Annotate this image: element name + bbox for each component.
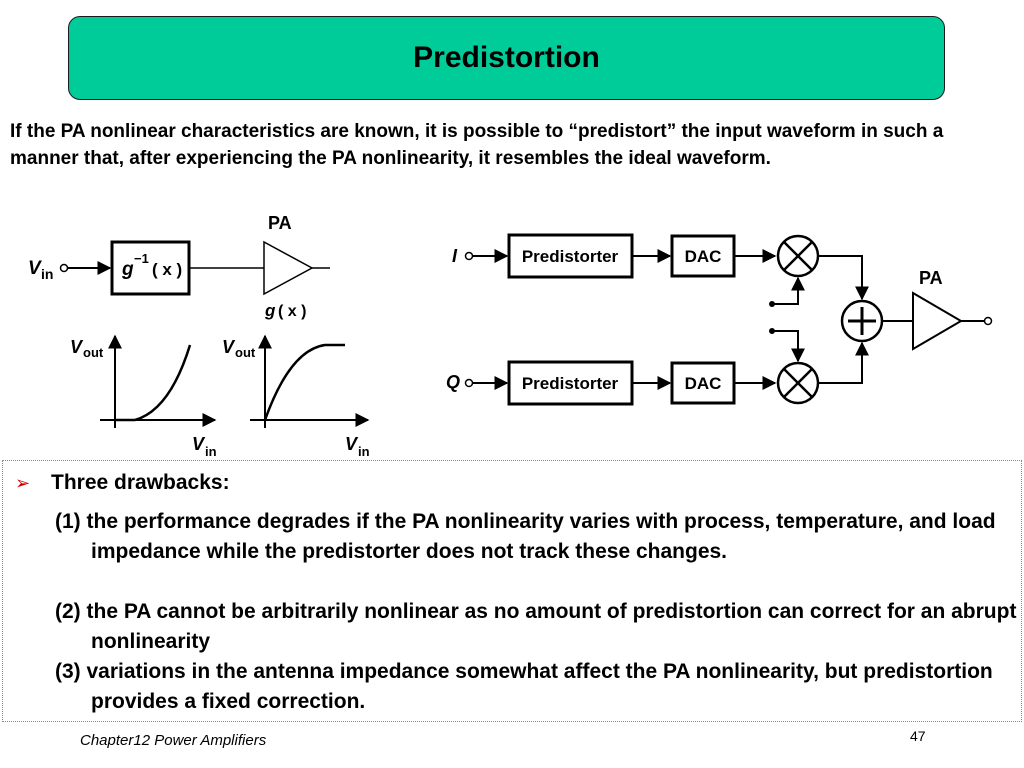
inverse-exponent: −1 bbox=[134, 251, 149, 266]
right-diagram: I Predistorter DAC Q Predistorter DAC bbox=[446, 233, 993, 406]
bullet-arrow-icon: ➢ bbox=[15, 472, 31, 493]
i-dac-block bbox=[670, 234, 736, 278]
footer-chapter: Chapter12 Power Amplifiers bbox=[80, 732, 267, 749]
i-predistorter-label: Predistorter bbox=[522, 247, 619, 266]
right-pa-triangle bbox=[912, 291, 963, 351]
left-pa-label: PA bbox=[268, 213, 292, 233]
q-label: Q bbox=[446, 372, 460, 392]
q-dac-label: DAC bbox=[685, 374, 722, 393]
inverse-args: ( x ) bbox=[152, 260, 182, 279]
plot-compressive: V out V in bbox=[222, 334, 370, 459]
vin-terminal bbox=[59, 263, 69, 273]
q-to-adder-arrow bbox=[818, 341, 869, 384]
plot2-curve bbox=[263, 343, 345, 421]
q-dac-block bbox=[670, 361, 736, 405]
figure: V in g −1 ( x ) PA g ( x ) V out V in V … bbox=[28, 213, 993, 459]
pa-g: g bbox=[264, 301, 276, 320]
vin-label: V bbox=[28, 258, 42, 279]
inverse-g: g bbox=[121, 259, 134, 280]
inverse-block bbox=[110, 240, 191, 296]
output-terminal bbox=[983, 316, 993, 326]
i-to-adder-arrow bbox=[818, 255, 869, 301]
plot2-x-label: V bbox=[345, 434, 359, 454]
title-banner: Predistortion bbox=[68, 16, 945, 100]
left-diagram: V in g −1 ( x ) PA g ( x ) bbox=[28, 213, 330, 320]
i-predistorter-block bbox=[507, 233, 634, 279]
i-terminal bbox=[464, 251, 474, 261]
vin-subscript: in bbox=[41, 266, 53, 282]
i-lo-arrow bbox=[772, 276, 805, 305]
plot1-x-subscript: in bbox=[205, 444, 217, 459]
drawbacks-box: ➢ Three drawbacks: (1) the performance d… bbox=[2, 460, 1022, 722]
page-number: 47 bbox=[910, 728, 926, 744]
pa-args: ( x ) bbox=[278, 303, 306, 320]
left-pa-triangle bbox=[263, 240, 314, 296]
drawback-item-3: (3) variations in the antenna impedance … bbox=[55, 660, 993, 713]
slide-title: Predistortion bbox=[413, 41, 600, 74]
right-pa-label: PA bbox=[919, 268, 943, 288]
q-lo-arrow bbox=[772, 330, 805, 363]
drawback-item-2: (2) the PA cannot be arbitrarily nonline… bbox=[55, 600, 1017, 653]
q-terminal bbox=[464, 378, 474, 388]
i-dac-label: DAC bbox=[685, 247, 722, 266]
q-predistorter-label: Predistorter bbox=[522, 374, 619, 393]
plot2-y-subscript: out bbox=[235, 345, 256, 360]
drawbacks-heading: Three drawbacks: bbox=[51, 471, 230, 494]
plot1-x-label: V bbox=[192, 434, 206, 454]
plot1-y-label: V bbox=[70, 337, 84, 357]
plot-expansive: V out V in bbox=[70, 334, 217, 459]
plot2-y-label: V bbox=[222, 337, 236, 357]
q-mixer-cross-b bbox=[783, 368, 813, 398]
drawback-item-1: (1) the performance degrades if the PA n… bbox=[55, 510, 996, 563]
i-label: I bbox=[452, 246, 458, 266]
drawbacks-heading-row: ➢ Three drawbacks: bbox=[15, 471, 230, 495]
i-mixer-cross-b bbox=[783, 241, 813, 271]
plot1-y-subscript: out bbox=[83, 345, 104, 360]
plot2-x-subscript: in bbox=[358, 444, 370, 459]
plot1-curve bbox=[115, 344, 192, 422]
intro-paragraph: If the PA nonlinear characteristics are … bbox=[10, 121, 944, 169]
